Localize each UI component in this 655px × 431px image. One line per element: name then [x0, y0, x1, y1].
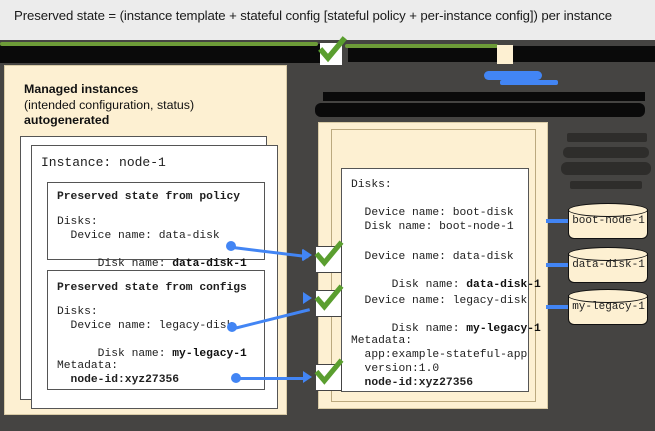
cylinder-top [568, 289, 648, 303]
node-boot-device: Device name: boot-disk [351, 207, 514, 219]
connector-line-metadata [238, 377, 306, 380]
node-legacy-disk-prefix: Disk name: [378, 323, 467, 336]
check-badge-metadata [314, 358, 344, 391]
redaction-bar-top-right [348, 46, 500, 62]
policy-disk-name-prefix: Disk name: [84, 258, 173, 271]
disk-cylinder-boot: boot-node-1 [568, 203, 648, 239]
title-line-3: autogenerated [24, 113, 110, 127]
policy-device-name: Device name: data-disk [57, 230, 220, 242]
blue-arrow-gutter-1 [302, 249, 311, 261]
policy-heading: Preserved state from policy [57, 191, 241, 203]
disk-connector-legacy [546, 305, 571, 309]
check-badge-top [318, 36, 347, 65]
header-band [0, 0, 655, 40]
node-legacy-device: Device name: legacy-disk [351, 295, 528, 307]
redaction-block-r2 [563, 147, 649, 158]
policy-disk-name: Disk name: data-disk-1 [57, 243, 247, 286]
blue-scribble-2 [500, 80, 558, 85]
title-line-2: (intended configuration, status) [24, 97, 195, 112]
title-line-1: Managed instances [24, 82, 139, 96]
configs-disks-label: Disks: [57, 306, 98, 318]
node-data-device: Device name: data-disk [351, 251, 514, 263]
disk-label-boot: boot-node-1 [572, 215, 645, 227]
configs-metadata-label: Metadata: [57, 360, 119, 372]
configs-device-name: Device name: legacy-disk [57, 320, 234, 332]
redaction-bar-row2-a [323, 92, 645, 101]
blue-arrow-icon-metadata [303, 371, 312, 383]
redaction-bar-row2-b [315, 103, 645, 117]
node-data-disk: Disk name: data-disk-1 [351, 264, 541, 307]
node-metadata-app: app:example-stateful-app [351, 349, 528, 361]
disk-connector-boot [546, 219, 571, 223]
redaction-block-r3 [561, 162, 651, 175]
blue-arrow-icon-configs-disk [303, 292, 312, 304]
node-legacy-disk-value: my-legacy-1 [466, 323, 541, 336]
configs-disk-name-value: my-legacy-1 [172, 348, 247, 361]
disk-label-data: data-disk-1 [572, 259, 645, 271]
page-title: Preserved state = (instance template + s… [14, 8, 612, 23]
cylinder-top [568, 203, 648, 217]
check-badge-data-disk [314, 240, 344, 273]
green-check-icon [314, 358, 344, 385]
node-disks-label: Disks: [351, 179, 392, 191]
disk-label-legacy: my-legacy-1 [572, 301, 645, 313]
green-check-icon [314, 284, 344, 311]
green-underline-right [345, 44, 498, 48]
configs-disk-name: Disk name: my-legacy-1 [57, 333, 247, 376]
policy-disk-name-value: data-disk-1 [172, 258, 247, 271]
disk-cylinder-data: data-disk-1 [568, 247, 648, 283]
redaction-block-r4 [570, 181, 642, 189]
green-check-icon [318, 36, 347, 63]
redaction-bar-top-far-right [513, 46, 655, 62]
check-badge-legacy-disk [314, 284, 344, 317]
node-legacy-disk: Disk name: my-legacy-1 [351, 308, 541, 351]
node-metadata-version: version:1.0 [351, 363, 440, 375]
instance-label: Instance: node-1 [41, 155, 166, 170]
cylinder-top [568, 247, 648, 261]
green-check-icon [314, 240, 344, 267]
node-metadata-label: Metadata: [351, 335, 413, 347]
configs-heading: Preserved state from configs [57, 282, 247, 294]
node-disks-box [341, 168, 529, 392]
configs-metadata-value: node-id:xyz27356 [57, 374, 180, 386]
disk-cylinder-legacy: my-legacy-1 [568, 289, 648, 325]
node-data-disk-prefix: Disk name: [378, 279, 467, 292]
connector-dot-configs-disk [227, 322, 237, 332]
redaction-block-r1 [567, 133, 647, 142]
policy-disks-label: Disks: [57, 216, 98, 228]
connector-dot-metadata [231, 373, 241, 383]
redaction-bar-top-left [0, 44, 322, 63]
disk-connector-data [546, 263, 571, 267]
blue-scribble [484, 71, 542, 80]
node-data-disk-value: data-disk-1 [466, 279, 541, 292]
cream-marker-square [497, 45, 513, 64]
managed-instances-title: Managed instances (intended configuratio… [24, 82, 194, 129]
node-metadata-nodeid: node-id:xyz27356 [351, 377, 474, 389]
connector-dot-policy [226, 241, 236, 251]
configs-disk-name-prefix: Disk name: [84, 348, 173, 361]
green-underline-left [0, 42, 318, 46]
node-boot-disk: Disk name: boot-node-1 [351, 221, 514, 233]
